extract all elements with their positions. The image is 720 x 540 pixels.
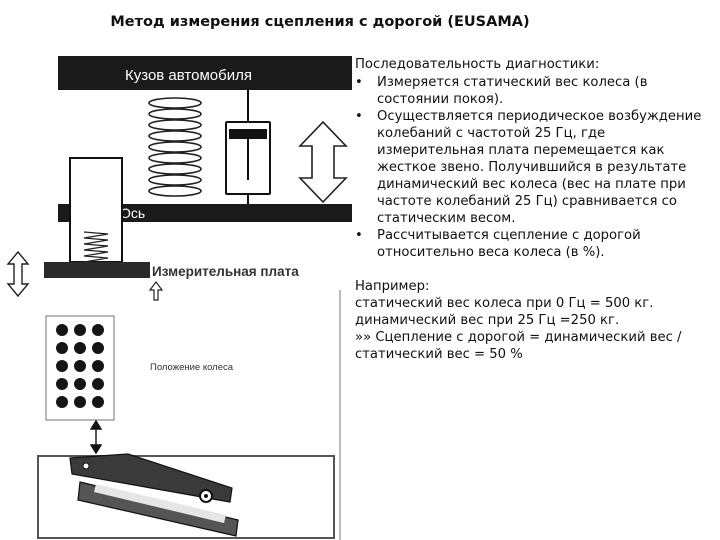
diagnostics-step: Рассчитывается сцепление с дорогой относ…	[355, 227, 710, 261]
lever-arm-top	[69, 453, 233, 503]
plate-motion-arrow	[6, 250, 30, 298]
axle-bar	[58, 204, 352, 222]
measuring-plate	[44, 262, 150, 278]
lever-arm-bottom	[77, 481, 239, 537]
example-line-dynamic: динамический вес при 25 Гц =250 кг.	[355, 313, 620, 328]
diagnostics-step: Осуществляется периодическое возбуждение…	[355, 108, 710, 227]
suspension-spring	[148, 97, 202, 197]
small-vertical-arrow	[89, 419, 103, 455]
diagnostics-step: Измеряется статический вес колеса (в сос…	[355, 74, 710, 108]
example-heading: Например:	[355, 279, 430, 294]
diagnostics-heading: Последовательность диагностики:	[355, 57, 600, 72]
car-body-label: Кузов автомобиля	[125, 67, 252, 84]
vertical-motion-arrow	[298, 120, 348, 204]
eusama-diagram: Кузов автомобиля Ось Измерительная плата	[6, 56, 352, 540]
car-body-bar	[58, 56, 352, 90]
description-panel: Последовательность диагностики: Измеряет…	[355, 56, 710, 363]
pad-dots	[56, 324, 104, 408]
diagnostics-steps: Измеряется статический вес колеса (в сос…	[355, 74, 710, 261]
measuring-plate-label: Измерительная плата	[152, 264, 299, 279]
wheel-position-label: Положение колеса	[150, 362, 234, 373]
shock-absorber	[225, 90, 271, 204]
example-line-result: »» Сцепление с дорогой = динамический ве…	[355, 330, 682, 362]
plate-spring	[83, 231, 109, 263]
up-arrow-icon	[148, 281, 164, 301]
axle-label: Ось	[120, 205, 145, 221]
example-line-static: статический вес колеса при 0 Гц = 500 кг…	[355, 296, 654, 311]
wheel	[69, 157, 123, 263]
slide-title: Метод измерения сцепления с дорогой (EUS…	[110, 14, 530, 30]
